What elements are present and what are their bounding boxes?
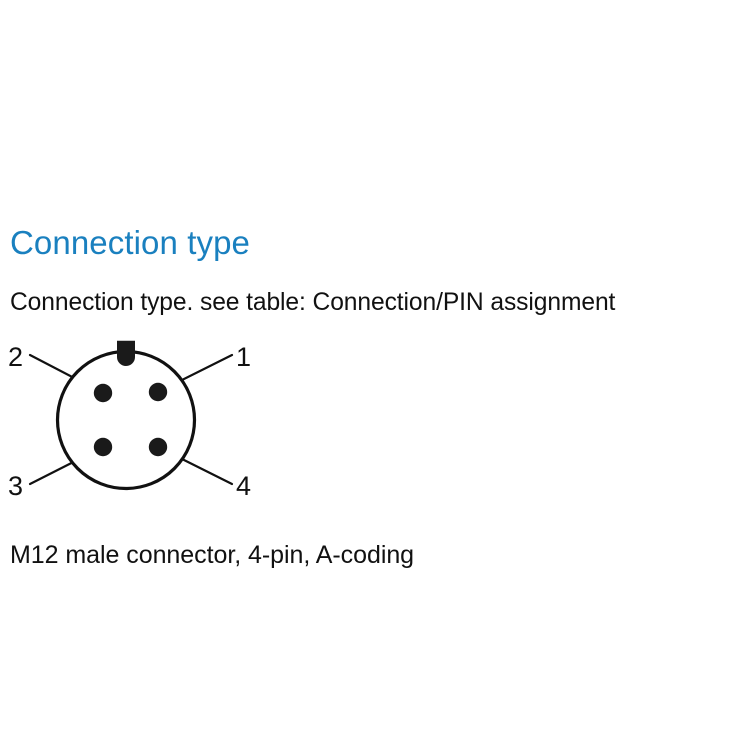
pin-label-2: 2 xyxy=(8,342,23,372)
keyway-notch-icon xyxy=(117,340,135,366)
pin-contact-4 xyxy=(148,437,168,457)
pin-label-3: 3 xyxy=(8,471,23,501)
pin-label-4: 4 xyxy=(236,471,251,501)
page-title: Connection type xyxy=(10,224,250,262)
pin-contact-2 xyxy=(93,383,113,403)
connector-body-circle xyxy=(55,349,197,491)
pin-contact-3 xyxy=(93,437,113,457)
connector-diagram: 2 1 3 4 xyxy=(0,328,280,508)
figure-caption: M12 male connector, 4-pin, A-coding xyxy=(10,541,415,569)
section-subtitle: Connection type. see table: Connection/P… xyxy=(10,288,616,316)
pin-label-1: 1 xyxy=(236,342,251,372)
pin-contact-1 xyxy=(148,382,168,402)
